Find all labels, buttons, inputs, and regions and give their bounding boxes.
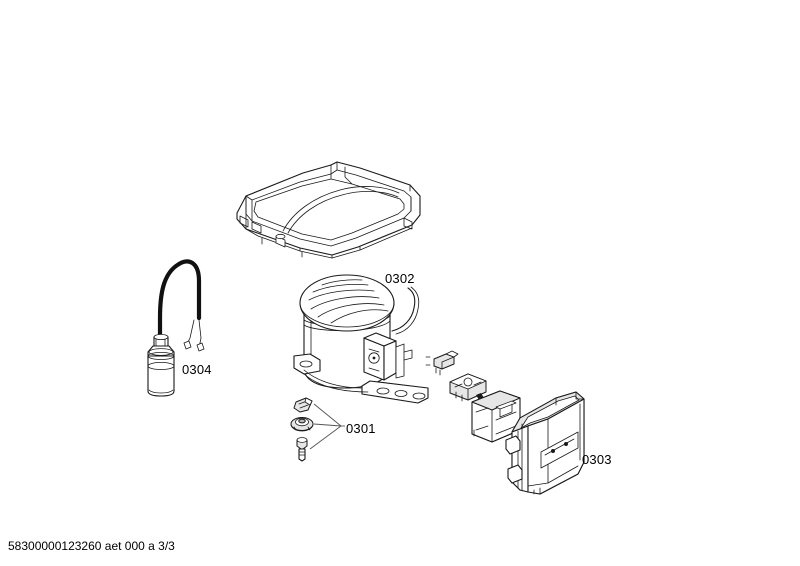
part-label-0302: 0302 bbox=[385, 271, 415, 286]
drip-tray-part bbox=[236, 161, 421, 259]
start-relay-module-part bbox=[505, 391, 585, 495]
relay-cover-part bbox=[471, 390, 521, 443]
part-label-0303: 0303 bbox=[582, 452, 612, 467]
filter-dryer-part bbox=[147, 259, 205, 397]
footer-caption: 58300000123260 aet 000 a 3/3 bbox=[8, 539, 175, 553]
hardware-set-part bbox=[290, 397, 345, 462]
terminal-connector-part bbox=[425, 350, 490, 406]
compressor-part bbox=[293, 274, 429, 404]
part-label-0301: 0301 bbox=[346, 421, 376, 436]
part-label-0304: 0304 bbox=[182, 362, 212, 377]
